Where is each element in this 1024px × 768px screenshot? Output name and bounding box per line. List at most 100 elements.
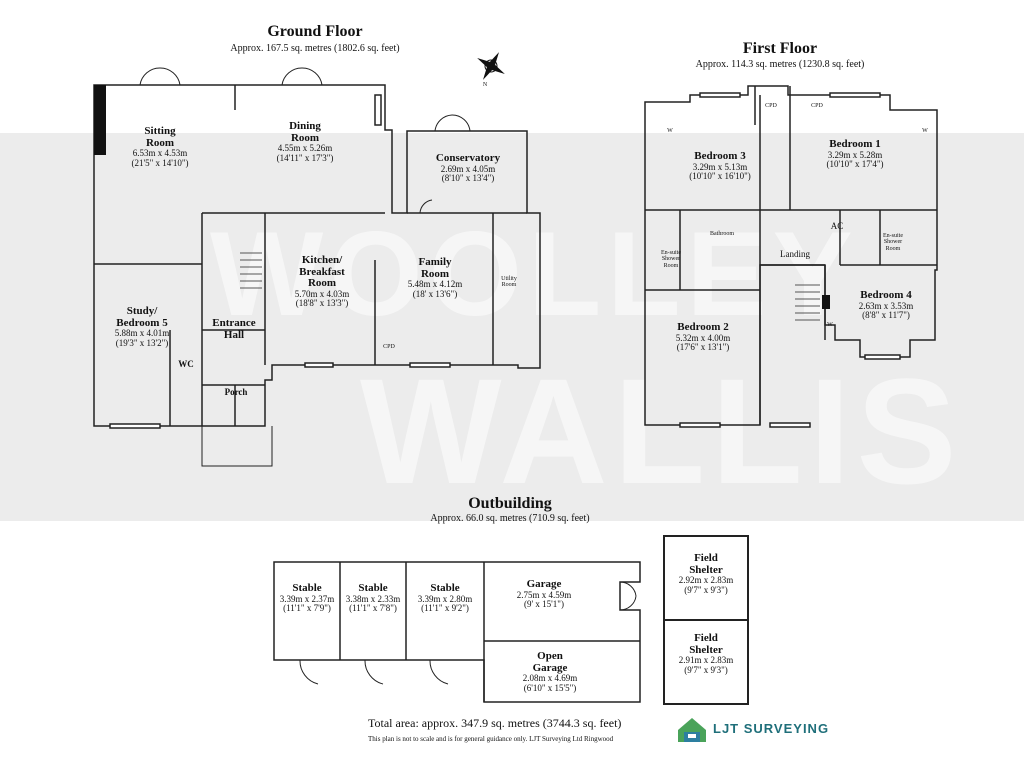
room-bedroom-3: Bedroom 3 3.29m x 5.13m (10'10" x 16'10"… bbox=[670, 150, 770, 181]
label-porch: Porch bbox=[224, 387, 248, 397]
room-name: Kitchen/ Breakfast Room bbox=[299, 254, 345, 290]
room-metric: 5.48m x 4.12m bbox=[407, 279, 463, 290]
family-window bbox=[409, 362, 451, 368]
label-utility: Utility Room bbox=[501, 276, 517, 289]
room-name: Garage bbox=[526, 578, 562, 590]
room-open-garage: Open Garage 2.08m x 4.69m (6'10" x 15'5"… bbox=[500, 650, 600, 693]
first-floor-stair-post bbox=[822, 295, 830, 309]
room-name: Bedroom 1 bbox=[829, 138, 881, 150]
room-imperial: (18' x 13'6") bbox=[412, 288, 458, 299]
house-icon bbox=[678, 718, 706, 742]
label-cpd-right: CPD bbox=[811, 103, 823, 109]
compass-rose bbox=[477, 52, 505, 80]
label-ac: AC bbox=[830, 221, 844, 231]
room-imperial: (10'10" x 16'10") bbox=[689, 170, 751, 181]
label-cpd-left: CPD bbox=[765, 103, 777, 109]
room-imperial: (9'7" x 9'3") bbox=[684, 664, 728, 675]
stable-doors bbox=[299, 581, 637, 685]
outbuilding-outline bbox=[273, 561, 641, 703]
total-area: Total area: approx. 347.9 sq. metres (37… bbox=[368, 716, 622, 730]
label-w-bedroom4: W bbox=[827, 322, 833, 328]
first-floor-title: First Floor bbox=[742, 40, 818, 57]
room-name: Sitting Room bbox=[144, 125, 176, 149]
outbuilding-area: Approx. 66.0 sq. metres (710.9 sq. feet) bbox=[430, 513, 590, 524]
room-stable-3: Stable 3.39m x 2.80m (11'1" x 9'2") bbox=[406, 582, 484, 613]
room-name: Study/ Bedroom 5 bbox=[116, 305, 168, 329]
room-dining: Dining Room 4.55m x 5.26m (14'11" x 17'3… bbox=[255, 120, 355, 163]
room-name: Open Garage bbox=[532, 650, 568, 674]
room-metric: 5.88m x 4.01m bbox=[114, 328, 170, 339]
room-metric: 3.39m x 2.37m bbox=[279, 593, 335, 604]
watermark-band bbox=[0, 133, 1024, 521]
first-floor-interior-walls bbox=[645, 86, 937, 425]
room-imperial: (11'1" x 7'8") bbox=[349, 602, 397, 613]
outbuilding-interior-walls bbox=[339, 562, 640, 702]
room-stable-1: Stable 3.39m x 2.37m (11'1" x 7'9") bbox=[274, 582, 340, 613]
room-name: Dining Room bbox=[289, 120, 321, 144]
room-bedroom-1: Bedroom 1 3.29m x 5.28m (10'10" x 17'4") bbox=[805, 138, 905, 169]
room-stable-2: Stable 3.38m x 2.33m (11'1" x 7'8") bbox=[340, 582, 406, 613]
room-imperial: (9' x 15'1") bbox=[524, 598, 564, 609]
ground-floor-interior-walls bbox=[94, 85, 527, 426]
porch-outline bbox=[201, 426, 273, 467]
sitting-french-doors bbox=[139, 67, 471, 214]
room-imperial: (10'10" x 17'4") bbox=[826, 158, 884, 169]
room-metric: 3.29m x 5.28m bbox=[827, 149, 883, 160]
bedroom1-window-top bbox=[829, 92, 881, 98]
room-field-shelter-1: Field Shelter 2.92m x 2.83m (9'7" x 9'3"… bbox=[664, 552, 748, 595]
first-floor-stairs bbox=[795, 284, 820, 321]
room-imperial: (18'8" x 13'3") bbox=[295, 298, 349, 309]
label-ensuite-right: En-suite Shower Room bbox=[883, 233, 903, 252]
field-shelter-2 bbox=[663, 619, 749, 705]
study-window-bottom bbox=[109, 423, 161, 429]
room-name: Bedroom 3 bbox=[694, 150, 746, 162]
label-w-bedroom1: W bbox=[922, 128, 928, 134]
watermark-line-1: WOOLLEY bbox=[210, 207, 859, 341]
room-metric: 2.92m x 2.83m bbox=[678, 575, 734, 586]
room-metric: 2.63m x 3.53m bbox=[858, 300, 914, 311]
watermark-line-2: WALLIS bbox=[360, 347, 963, 515]
label-landing: Landing bbox=[780, 249, 810, 259]
ground-floor-area: Approx. 167.5 sq. metres (1802.6 sq. fee… bbox=[230, 43, 400, 54]
room-metric: 3.39m x 2.80m bbox=[417, 593, 473, 604]
outbuilding-title: Outbuilding bbox=[468, 495, 552, 512]
room-imperial: (19'3" x 13'2") bbox=[115, 337, 169, 348]
room-name: Conservatory bbox=[435, 152, 501, 164]
room-name: Stable bbox=[430, 582, 460, 594]
room-imperial: (9'7" x 9'3") bbox=[684, 584, 728, 595]
room-metric: 2.75m x 4.59m bbox=[516, 589, 572, 600]
label-w-bedroom3: W bbox=[667, 128, 673, 134]
compass-north-label: N bbox=[482, 82, 488, 88]
logo-text: LJT SURVEYING bbox=[713, 721, 830, 736]
room-imperial: (14'11" x 17'3") bbox=[276, 152, 334, 163]
room-metric: 2.08m x 4.69m bbox=[522, 673, 578, 684]
room-imperial: (11'1" x 9'2") bbox=[421, 602, 469, 613]
room-bedroom-2: Bedroom 2 5.32m x 4.00m (17'6" x 13'1") bbox=[653, 321, 753, 352]
ground-floor-title: Ground Floor bbox=[267, 23, 363, 40]
room-metric: 2.69m x 4.05m bbox=[440, 163, 496, 174]
room-imperial: (21'5" x 14'10") bbox=[131, 157, 189, 168]
room-metric: 3.38m x 2.33m bbox=[345, 593, 401, 604]
ground-floor-outline bbox=[93, 84, 541, 427]
room-kitchen: Kitchen/ Breakfast Room 5.70m x 4.03m (1… bbox=[272, 254, 372, 309]
room-conservatory: Conservatory 2.69m x 4.05m (8'10" x 13'4… bbox=[418, 152, 518, 183]
room-name: Stable bbox=[358, 582, 388, 594]
bedroom4-window-bottom bbox=[864, 354, 901, 360]
landing-window-bottom bbox=[769, 422, 811, 428]
room-metric: 6.53m x 4.53m bbox=[132, 148, 188, 159]
room-name: Field Shelter bbox=[689, 632, 723, 656]
room-imperial: (11'1" x 7'9") bbox=[283, 602, 331, 613]
room-metric: 2.91m x 2.83m bbox=[678, 655, 734, 666]
label-entrance-hall: Entrance Hall bbox=[212, 317, 256, 341]
label-wc: WC bbox=[178, 359, 194, 369]
room-metric: 3.29m x 5.13m bbox=[692, 161, 748, 172]
room-bedroom-4: Bedroom 4 2.63m x 3.53m (8'8" x 11'7") bbox=[836, 289, 936, 320]
bedroom3-window-top bbox=[699, 92, 741, 98]
room-metric: 5.70m x 4.03m bbox=[294, 288, 350, 299]
room-imperial: (8'10" x 13'4") bbox=[441, 172, 495, 183]
ljt-surveying-logo: LJT SURVEYING bbox=[676, 714, 836, 744]
disclaimer: This plan is not to scale and is for gen… bbox=[368, 735, 614, 743]
label-ensuite-left: En-suite Shower Room bbox=[661, 250, 681, 269]
room-name: Stable bbox=[292, 582, 322, 594]
room-family: Family Room 5.48m x 4.12m (18' x 13'6") bbox=[385, 256, 485, 299]
